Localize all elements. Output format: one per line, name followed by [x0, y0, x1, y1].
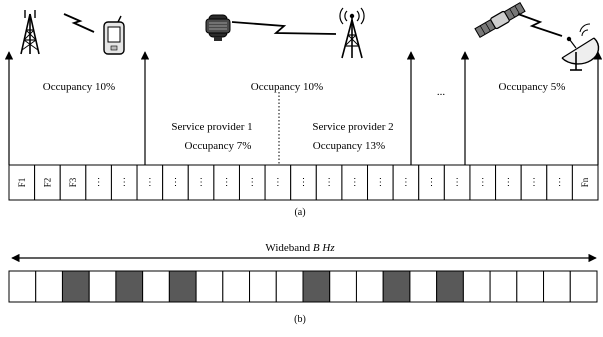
channel-label: Fn	[580, 177, 590, 187]
band-cell-free	[543, 270, 571, 303]
channel-cell	[520, 164, 548, 201]
channel-label: ⋮	[119, 177, 129, 188]
channel-label: ⋮	[299, 177, 309, 188]
band-cell-free	[569, 270, 598, 303]
satellite-dish-icon	[561, 23, 600, 71]
channel-cell	[392, 164, 420, 201]
channel-label: ⋮	[503, 177, 513, 188]
channel-label: ⋮	[350, 177, 360, 188]
channel-cell	[187, 164, 215, 201]
channel-label: ⋮	[145, 177, 155, 188]
wireless-link-icon	[231, 21, 337, 35]
band-cell-free	[195, 270, 224, 303]
provider-occupancy-label: Occupancy 7%	[185, 140, 252, 152]
channel-cell	[341, 164, 369, 201]
band-cell-occupied	[168, 270, 197, 303]
channel-cell	[85, 164, 112, 201]
channel-label: ⋮	[196, 177, 206, 188]
channel-label: ⋮	[427, 177, 437, 188]
channel-label: ⋮	[170, 177, 180, 188]
wireless-link-icon	[517, 13, 563, 37]
provider-name-label: Service provider 1	[171, 121, 252, 133]
band-cell-free	[329, 270, 357, 303]
band-grid	[8, 270, 598, 303]
band-cell-free	[275, 270, 304, 303]
channel-cell	[110, 164, 138, 201]
cell-tower-icon	[20, 10, 40, 55]
wideband-label: Wideband B Hz	[265, 242, 335, 254]
band-cell-free	[489, 270, 518, 303]
channel-cell	[367, 164, 394, 201]
band-cell-free	[35, 270, 63, 303]
channel-label: ⋮	[247, 177, 257, 188]
mobile-phone-icon	[103, 15, 125, 55]
satellite-terminal-icon	[205, 14, 231, 41]
channel-cell	[290, 164, 317, 201]
band-cell-free	[8, 270, 37, 303]
channel-label: ⋮	[324, 177, 334, 188]
channel-cell	[238, 164, 266, 201]
wireless-link-icon	[63, 13, 95, 33]
band-cell-free	[222, 270, 251, 303]
channel-cell	[264, 164, 292, 201]
channel-label: ⋮	[401, 177, 411, 188]
band-cell-free	[462, 270, 491, 303]
band-cell-occupied	[115, 270, 144, 303]
channel-label: ⋮	[273, 177, 283, 188]
channel-label: F2	[42, 178, 52, 188]
channel-label: ⋮	[375, 177, 385, 188]
ellipsis-label: ...	[437, 86, 446, 98]
band-cell-free	[355, 270, 384, 303]
channel-cell	[571, 164, 599, 201]
region-occupancy-label: Occupancy 10%	[43, 81, 115, 93]
band-cell-occupied	[302, 270, 331, 303]
channel-label: F1	[17, 178, 27, 188]
satellite-icon	[474, 1, 526, 39]
band-cell-free	[88, 270, 117, 303]
band-cell-occupied	[436, 270, 464, 303]
caption-a: (a)	[294, 207, 305, 218]
band-cell-occupied	[382, 270, 411, 303]
band-cell-free	[249, 270, 277, 303]
band-cell-free	[409, 270, 438, 303]
channel-label: ⋮	[529, 177, 539, 188]
channel-cell	[469, 164, 497, 201]
region-occupancy-label: Occupancy 10%	[251, 81, 323, 93]
channel-label: ⋮	[222, 177, 232, 188]
region-occupancy-label: Occupancy 5%	[499, 81, 566, 93]
band-cell-free	[142, 270, 170, 303]
channel-label: F3	[68, 177, 78, 187]
channel-label: ⋮	[555, 177, 565, 188]
channel-grid: F1 F2 F3 ⋮ ⋮ ⋮ ⋮ ⋮ ⋮ ⋮ ⋮ ⋮ ⋮ ⋮ ⋮ ⋮ ⋮ ⋮ ⋮ ⋮ ⋮ ⋮ Fn	[8, 164, 599, 201]
provider-occupancy-label: Occupancy 13%	[313, 140, 385, 152]
cell-tower-icon	[339, 7, 365, 59]
band-cell-free	[516, 270, 545, 303]
channel-label: ⋮	[452, 177, 462, 188]
channel-cell	[162, 164, 189, 201]
channel-cell	[315, 164, 343, 201]
channel-label: ⋮	[94, 177, 104, 188]
channel-label: ⋮	[478, 177, 488, 188]
channel-cell	[34, 164, 61, 201]
channel-cell	[418, 164, 445, 201]
channel-cell	[495, 164, 522, 201]
caption-b: (b)	[294, 314, 306, 325]
provider-name-label: Service provider 2	[312, 121, 393, 133]
band-cell-occupied	[61, 270, 90, 303]
